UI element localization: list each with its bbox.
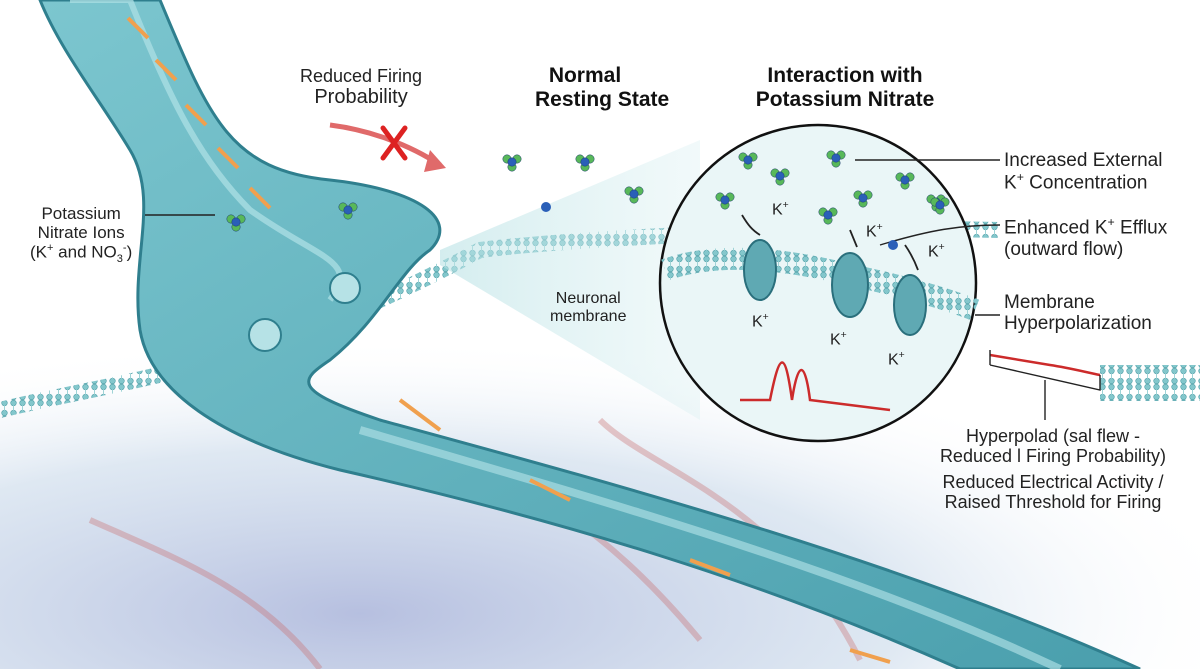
hyperpolarization-trace (989, 350, 1101, 420)
k-ion-dot-icon (888, 240, 898, 250)
kno3-ion-icon (853, 190, 873, 208)
enhanced-efflux-label: Enhanced K+ Efflux (outward flow) (1004, 215, 1168, 260)
reduced-firing-line2: Probability (314, 86, 408, 109)
caption-line1: Hyperpolad (sal flew - (965, 426, 1141, 446)
kno3-ion-icon (226, 214, 246, 232)
kno3-ion-icon (575, 154, 595, 172)
k-ion-dot-icon (541, 202, 551, 212)
heading-interaction-line1: Interaction with (767, 64, 923, 87)
hyper-line1: Membrane (1004, 292, 1095, 313)
kno3-ion-icon (715, 192, 735, 210)
ions-label-line3: (K+ and NO3-) (30, 242, 133, 266)
external-line1: Increased External (1004, 150, 1163, 171)
heading-normal-line1: Normal (548, 64, 622, 87)
kno3-ion-icon (770, 168, 790, 186)
kno3-ion-icon (624, 186, 644, 204)
kno3-ion-icon (502, 154, 522, 172)
kno3-ion-icon (738, 152, 758, 170)
action-potential-trace (740, 361, 891, 412)
caption-line3: Reduced Electrical Activity / (942, 472, 1164, 493)
k-ion-label: K+ (752, 312, 769, 331)
k-ion-label: K+ (928, 242, 945, 261)
caption-line4: Raised Threshold for Firing (944, 492, 1162, 513)
kno3-ion-icon (818, 207, 838, 225)
heading-interaction: Interaction with Potassium Nitrate (745, 64, 945, 111)
zoom-cone (440, 140, 700, 420)
external-line2: K+ Concentration (1004, 170, 1148, 194)
increased-external-label: Increased External K+ Concentration (1004, 150, 1162, 194)
heading-normal-resting-state: Normal Resting State (535, 64, 670, 111)
synaptic-vesicles (248, 272, 361, 352)
flow-arrows (126, 16, 891, 664)
kno3-ion-icon (895, 172, 915, 190)
ions-label-line2: Nitrate Ions (37, 223, 125, 243)
membrane-label-line1: Neuronal (555, 290, 621, 307)
membrane-label-line2: membrane (550, 307, 627, 325)
heading-normal-line2: Resting State (535, 87, 670, 111)
kno3-ion-icon (338, 202, 358, 220)
reduced-firing-label: Reduced Firing Probability (300, 66, 422, 109)
efflux-line1: Enhanced K+ Efflux (1004, 215, 1168, 239)
k-ion-label: K+ (772, 200, 789, 219)
leader-lines (145, 159, 1001, 316)
kno3-ion-icon (826, 150, 846, 168)
ion-clusters (226, 150, 950, 250)
membrane-hyperpolarization-label: Membrane Hyperpolarization (1004, 292, 1152, 335)
hyperpolarization-caption: Hyperpolad (sal flew - Reduced l Firing … (918, 426, 1188, 513)
caption-line2: Reduced l Firing Probability) (939, 446, 1167, 467)
k-ion-label: K+ (866, 222, 883, 241)
heading-interaction-line2: Potassium Nitrate (755, 87, 935, 111)
efflux-line2: (outward flow) (1004, 238, 1124, 260)
right-membrane-fragment (1100, 365, 1200, 401)
neuronal-membrane-label: Neuronal membrane (550, 290, 626, 326)
inset-circle (658, 123, 980, 443)
kno3-ion-icon (930, 197, 950, 215)
ions-label-line1: Potassium (41, 204, 121, 223)
k-ion-label: K+ (830, 330, 847, 349)
hyper-line2: Hyperpolarization (1004, 313, 1152, 335)
blocked-x-icon (380, 125, 408, 161)
reduced-firing-line1: Reduced Firing (300, 66, 423, 86)
k-ion-label: K+ (888, 350, 905, 369)
ions-label: Potassium Nitrate Ions (K+ and NO3-) (30, 204, 132, 265)
